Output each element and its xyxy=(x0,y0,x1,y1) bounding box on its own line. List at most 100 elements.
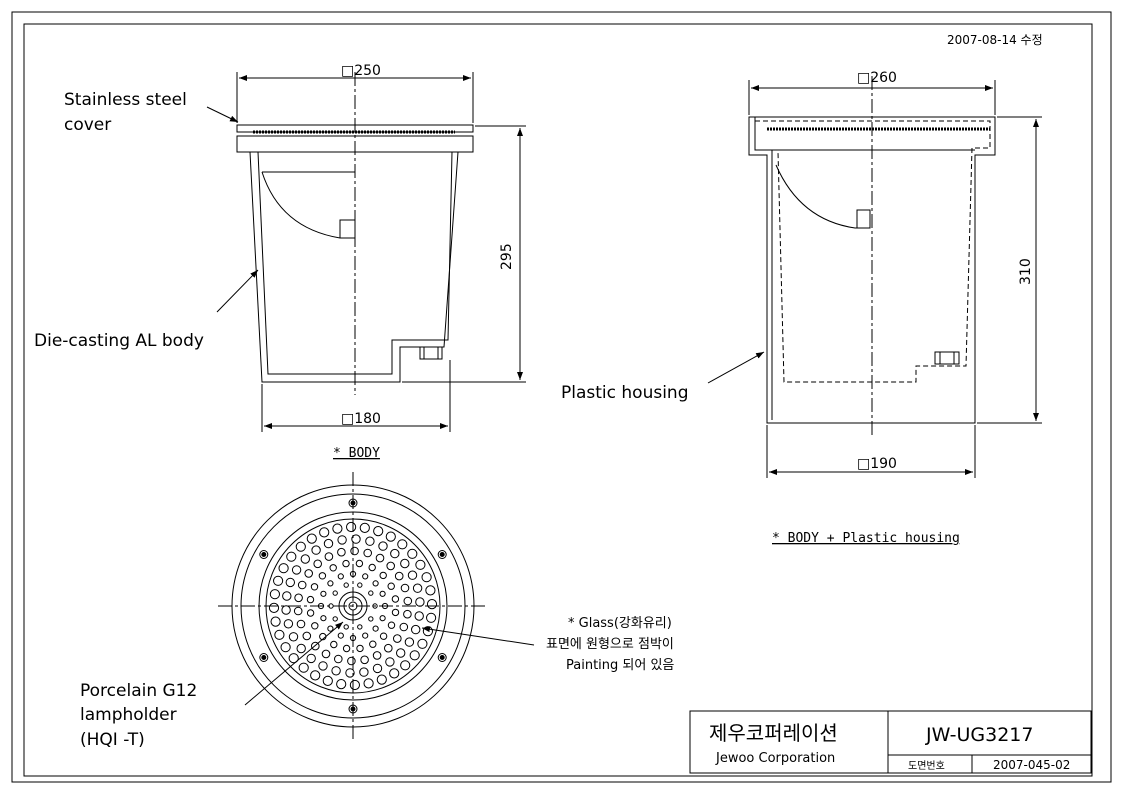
bolt-hole xyxy=(259,550,269,559)
glass-dot xyxy=(426,612,437,623)
glass-dot xyxy=(381,602,389,610)
glass-dot xyxy=(306,609,315,617)
bolt-hole xyxy=(439,552,445,557)
glass-dot xyxy=(363,548,373,558)
label-plastic-housing: Plastic housing xyxy=(561,383,688,403)
glass-dot xyxy=(356,644,364,653)
glass-dot xyxy=(295,541,306,552)
glass-dot xyxy=(296,643,306,654)
glass-dot xyxy=(362,632,369,639)
glass-dot xyxy=(336,679,347,690)
glass-dot xyxy=(372,663,383,674)
glass-dot xyxy=(379,632,388,640)
glass-dot xyxy=(396,648,406,658)
glass-dot xyxy=(385,531,396,542)
body-bottom-dimension: □180 xyxy=(341,411,381,427)
glass-dot xyxy=(270,616,281,627)
glass-dot xyxy=(359,667,369,677)
glass-dot xyxy=(407,570,418,580)
glass-dot xyxy=(324,552,334,561)
glass-dot xyxy=(400,583,410,593)
glass-dot xyxy=(421,572,432,583)
glass-dot xyxy=(363,678,374,689)
bolt-hole xyxy=(437,550,447,559)
glass-dot xyxy=(368,616,374,622)
glass-dot xyxy=(349,634,357,642)
glass-dot xyxy=(351,534,361,544)
glass-dot xyxy=(306,653,316,664)
glass-dot xyxy=(346,521,357,533)
glass-dot xyxy=(302,631,312,641)
glass-dot xyxy=(291,565,302,575)
glass-dot xyxy=(342,644,351,653)
glass-dot xyxy=(328,603,334,609)
glass-dot xyxy=(269,589,280,600)
glass-dot xyxy=(304,569,314,578)
bolt-hole xyxy=(350,500,356,506)
glass-dot xyxy=(332,523,343,534)
glass-dot xyxy=(329,564,337,572)
glass-dot xyxy=(283,619,294,629)
glass-dot xyxy=(365,536,375,546)
bolt-hole xyxy=(261,655,267,660)
glass-dot xyxy=(415,597,425,607)
glass-dot xyxy=(390,548,400,559)
glass-dot xyxy=(330,640,338,649)
glass-dot xyxy=(332,616,338,622)
glass-dot xyxy=(403,596,413,606)
plan-view xyxy=(218,472,535,742)
glass-dot xyxy=(318,572,327,580)
drawing-number: 2007-045-02 xyxy=(993,758,1070,772)
label-lampholder-line2: lampholder xyxy=(80,705,177,725)
glass-dot xyxy=(280,642,291,653)
glass-dot xyxy=(320,615,327,622)
glass-dot xyxy=(386,561,396,571)
housing-height-dimension: 310 xyxy=(1018,258,1034,285)
glass-dot xyxy=(376,674,387,685)
glass-dot xyxy=(322,675,333,687)
bolt-hole xyxy=(437,653,447,662)
glass-dot xyxy=(415,559,426,570)
glass-dot xyxy=(425,585,436,596)
body-top-dimension: □250 xyxy=(341,63,381,79)
glass-dot xyxy=(288,653,299,664)
glass-dot xyxy=(285,577,295,588)
glass-dot xyxy=(385,657,395,667)
glass-dot xyxy=(319,527,330,538)
glass-dot xyxy=(311,545,321,555)
company-name-korean: 제우코퍼레이션 xyxy=(709,721,838,745)
bolt-hole xyxy=(350,706,356,712)
glass-dot xyxy=(281,605,291,615)
glass-dot xyxy=(400,558,410,569)
glass-dot xyxy=(337,573,344,580)
glass-dot xyxy=(411,624,421,635)
glass-dot xyxy=(414,611,424,621)
caption-body-plus-housing: * BODY + Plastic housing xyxy=(772,531,960,546)
glass-dot xyxy=(331,666,341,676)
label-lampholder-line3: (HQI -T) xyxy=(80,730,145,750)
title-block xyxy=(689,710,1092,774)
bolt-hole xyxy=(261,552,267,557)
body-height-dimension: 295 xyxy=(499,243,515,270)
label-die-casting-body: Die-casting AL body xyxy=(34,331,204,351)
glass-dot xyxy=(399,622,409,632)
glass-dot xyxy=(379,615,386,622)
glass-dot xyxy=(403,609,412,619)
glass-dot xyxy=(357,582,363,588)
glass-dot xyxy=(337,547,346,557)
glass-dot xyxy=(300,554,310,564)
glass-dot xyxy=(372,651,382,660)
glass-dot xyxy=(375,553,385,563)
glass-dot xyxy=(372,580,379,587)
glass-dot xyxy=(378,541,388,551)
glass-dot xyxy=(345,668,355,678)
outer-border xyxy=(11,11,1112,783)
glass-dot xyxy=(343,582,349,588)
glass-dot xyxy=(360,655,369,665)
bolt-hole xyxy=(439,655,445,660)
glass-dot xyxy=(337,535,347,545)
glass-dot xyxy=(317,602,325,610)
glass-dot xyxy=(393,634,402,643)
glass-dot xyxy=(332,590,338,596)
